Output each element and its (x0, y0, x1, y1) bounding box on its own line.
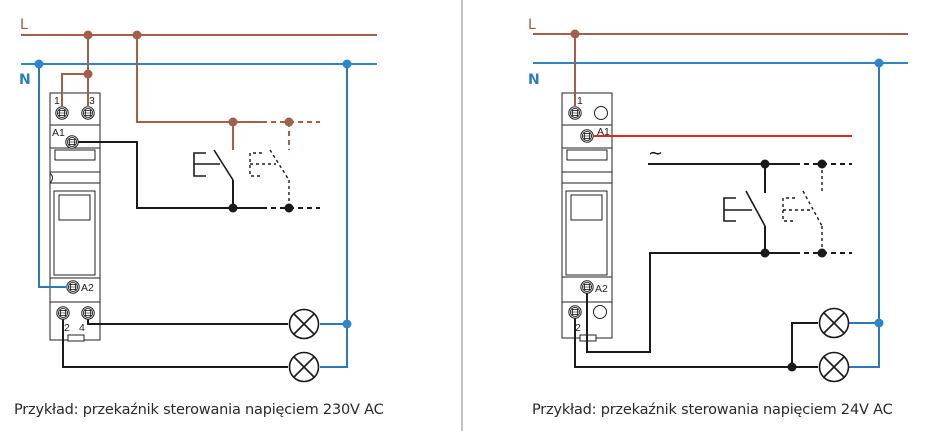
left-terminal-a2-label: A2 (81, 282, 94, 294)
right-live-label: L (528, 17, 536, 33)
left-pushbutton-switch (193, 149, 234, 181)
right-terminal-1 (568, 106, 582, 120)
right-terminal-empty-top (594, 106, 608, 120)
left-terminal-a1-label: A1 (52, 127, 65, 139)
ac-supply-symbol: ∼ (648, 143, 663, 164)
right-terminal-a2 (580, 280, 594, 294)
left-junction-l2 (132, 30, 142, 40)
left-lamp-1 (288, 308, 320, 340)
right-terminal-1-label: 1 (577, 95, 583, 107)
left-junction-l3 (83, 69, 93, 79)
right-neutral-label: N (528, 72, 540, 88)
left-junction-n1 (34, 59, 44, 69)
right-terminal-2 (568, 305, 582, 319)
left-terminal-4-label: 4 (79, 322, 85, 334)
right-junction-n2 (874, 318, 884, 328)
left-terminal-1-label: 1 (54, 95, 60, 107)
left-terminal-2 (56, 306, 70, 320)
left-terminal-a2 (66, 280, 80, 294)
right-control-wires (574, 163, 852, 368)
left-live-wires (61, 35, 320, 150)
left-junction-l1 (83, 30, 93, 40)
right-caption: Przykład: przekaźnik sterowania napięcie… (532, 402, 893, 418)
left-junction-n3 (342, 319, 352, 329)
right-lamp-1 (818, 307, 850, 339)
right-diagram: L N 1 A1 A2 2 (528, 17, 908, 383)
right-pushbutton-switch-dashed (782, 164, 823, 253)
right-junction-c3 (760, 248, 770, 258)
left-diagram: L N 1 3 A1 A2 (19, 17, 377, 383)
left-terminal-1 (55, 106, 69, 120)
left-relay: 1 3 A1 A2 2 4 (49, 92, 101, 342)
left-live-label: L (20, 17, 28, 33)
left-junction-c2 (284, 203, 294, 213)
right-terminal-a2-label: A2 (595, 283, 608, 295)
right-terminal-a1 (580, 129, 594, 143)
right-junction-c5 (787, 362, 797, 372)
left-junction-l5 (284, 117, 294, 127)
left-terminal-2-label: 2 (64, 322, 70, 334)
left-terminal-a1 (65, 135, 79, 149)
left-control-wires (62, 141, 320, 368)
left-junction-l4 (228, 117, 238, 127)
right-pushbutton-switch (723, 190, 766, 227)
right-terminal-empty-bottom (593, 305, 607, 319)
left-junction-n2 (342, 59, 352, 69)
right-lamp-2 (818, 351, 850, 383)
left-terminal-3 (81, 106, 95, 120)
left-pushbutton-switch-dashed (249, 149, 290, 208)
right-junction-c1 (760, 159, 770, 169)
right-junction-n1 (874, 58, 884, 68)
right-neutral-wires (849, 63, 880, 368)
right-junction-l1 (570, 29, 580, 39)
left-terminal-4 (81, 306, 95, 320)
left-lamp-2 (288, 351, 320, 383)
left-caption: Przykład: przekaźnik sterowania napięcie… (14, 402, 384, 418)
right-terminal-2-label: 2 (575, 322, 581, 334)
left-junction-c1 (228, 203, 238, 213)
left-neutral-label: N (19, 72, 31, 88)
left-terminal-3-label: 3 (89, 95, 95, 107)
